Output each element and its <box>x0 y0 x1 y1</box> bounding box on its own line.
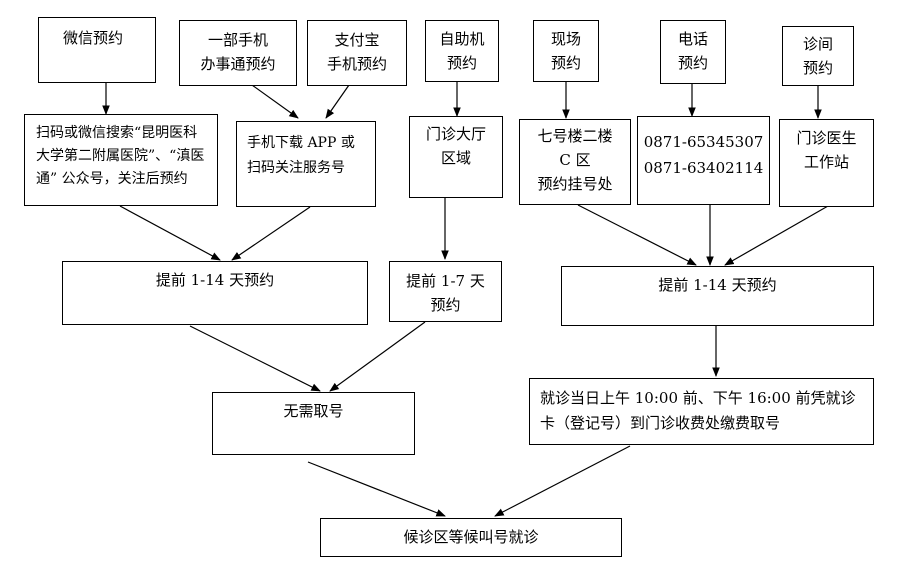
detail-wechat-line2: 大学第二附属医院”、“滇医 <box>36 148 205 164</box>
channel-mobile-app: 一部手机 办事通预约 <box>179 20 297 86</box>
arrow-mobile-to-app <box>251 84 299 119</box>
channel-clinic-line1: 诊间 <box>802 35 833 53</box>
channel-mobile-app-line2: 办事通预约 <box>200 55 276 73</box>
advance-right: 提前 1-14 天预约 <box>561 266 874 326</box>
advance-middle-line2: 预约 <box>430 296 461 314</box>
detail-clinic-line1: 门诊医生 <box>796 129 857 147</box>
ticket-pickup: 就诊当日上午 10:00 前、下午 16:00 前凭就诊 卡（登记号）到门诊收费… <box>529 378 874 445</box>
detail-kiosk-hall-line1: 门诊大厅 <box>425 125 486 143</box>
channel-kiosk: 自助机 预约 <box>425 20 499 82</box>
channel-wechat: 微信预约 <box>38 17 156 83</box>
channel-alipay: 支付宝 手机预约 <box>307 20 407 86</box>
channel-kiosk-line1: 自助机 <box>439 30 485 48</box>
no-ticket-needed: 无需取号 <box>212 392 415 455</box>
arrow-none-to-final <box>307 461 446 517</box>
channel-clinic-line2: 预约 <box>802 59 833 77</box>
phone-number-2: 0871-63402114 <box>643 159 764 177</box>
channel-alipay-line2: 手机预约 <box>326 55 387 73</box>
detail-onsite-line2: C 区 <box>559 151 591 169</box>
arrow-alipay-to-app <box>325 84 350 119</box>
arrow-wechatdetail-to-left <box>119 205 221 261</box>
detail-app: 手机下载 APP 或 扫码关注服务号 <box>236 121 376 207</box>
channel-kiosk-line2: 预约 <box>446 54 477 72</box>
detail-onsite-line1: 七号楼二楼 <box>537 127 613 145</box>
ticket-pickup-line1: 就诊当日上午 10:00 前、下午 16:00 前凭就诊 <box>540 389 856 407</box>
no-ticket-label: 无需取号 <box>283 402 344 420</box>
detail-onsite-desk: 七号楼二楼 C 区 预约挂号处 <box>519 119 631 205</box>
detail-onsite-line3: 预约挂号处 <box>537 175 613 193</box>
detail-clinic-station: 门诊医生 工作站 <box>779 119 874 207</box>
arrow-app-to-left <box>231 206 311 261</box>
arrow-station-to-right <box>724 205 829 266</box>
channel-onsite-line1: 现场 <box>550 30 581 48</box>
detail-kiosk-hall: 门诊大厅 区域 <box>409 116 503 198</box>
channel-phone-line2: 预约 <box>677 54 708 72</box>
channel-alipay-line1: 支付宝 <box>334 31 380 49</box>
detail-app-line2: 扫码关注服务号 <box>247 160 345 176</box>
advance-right-label: 提前 1-14 天预约 <box>658 276 777 294</box>
phone-number-1: 0871-65345307 <box>643 133 764 151</box>
detail-clinic-line2: 工作站 <box>803 153 849 171</box>
arrow-left-to-none <box>189 325 321 392</box>
ticket-pickup-line2: 卡（登记号）到门诊收费处缴费取号 <box>540 414 781 432</box>
channel-wechat-label: 微信预约 <box>63 29 124 47</box>
detail-wechat-line1: 扫码或微信搜索“昆明医科 <box>36 125 198 141</box>
channel-phone: 电话 预约 <box>660 20 726 84</box>
final-waiting-area: 候诊区等候叫号就诊 <box>320 518 622 557</box>
channel-phone-line1: 电话 <box>677 30 708 48</box>
detail-wechat: 扫码或微信搜索“昆明医科 大学第二附属医院”、“滇医 通” 公众号，关注后预约 <box>24 114 218 206</box>
arrow-pickup-to-final <box>494 445 631 517</box>
advance-middle: 提前 1-7 天 预约 <box>389 261 502 322</box>
channel-onsite-line2: 预约 <box>550 54 581 72</box>
final-label: 候诊区等候叫号就诊 <box>403 528 539 546</box>
detail-kiosk-hall-line2: 区域 <box>440 149 471 167</box>
channel-mobile-app-line1: 一部手机 <box>207 31 268 49</box>
detail-wechat-line3: 通” 公众号，关注后预约 <box>36 171 188 187</box>
channel-clinic: 诊间 预约 <box>782 26 854 86</box>
advance-left-label: 提前 1-14 天预约 <box>155 271 275 289</box>
detail-app-line1: 手机下载 APP 或 <box>247 135 355 151</box>
channel-onsite: 现场 预约 <box>533 20 599 82</box>
arrow-desk-to-right <box>577 204 697 266</box>
advance-left: 提前 1-14 天预约 <box>62 261 368 325</box>
advance-middle-line1: 提前 1-7 天 <box>406 272 485 290</box>
detail-phone-numbers: 0871-65345307 0871-63402114 <box>637 116 770 205</box>
arrow-middle-to-none <box>329 321 426 392</box>
